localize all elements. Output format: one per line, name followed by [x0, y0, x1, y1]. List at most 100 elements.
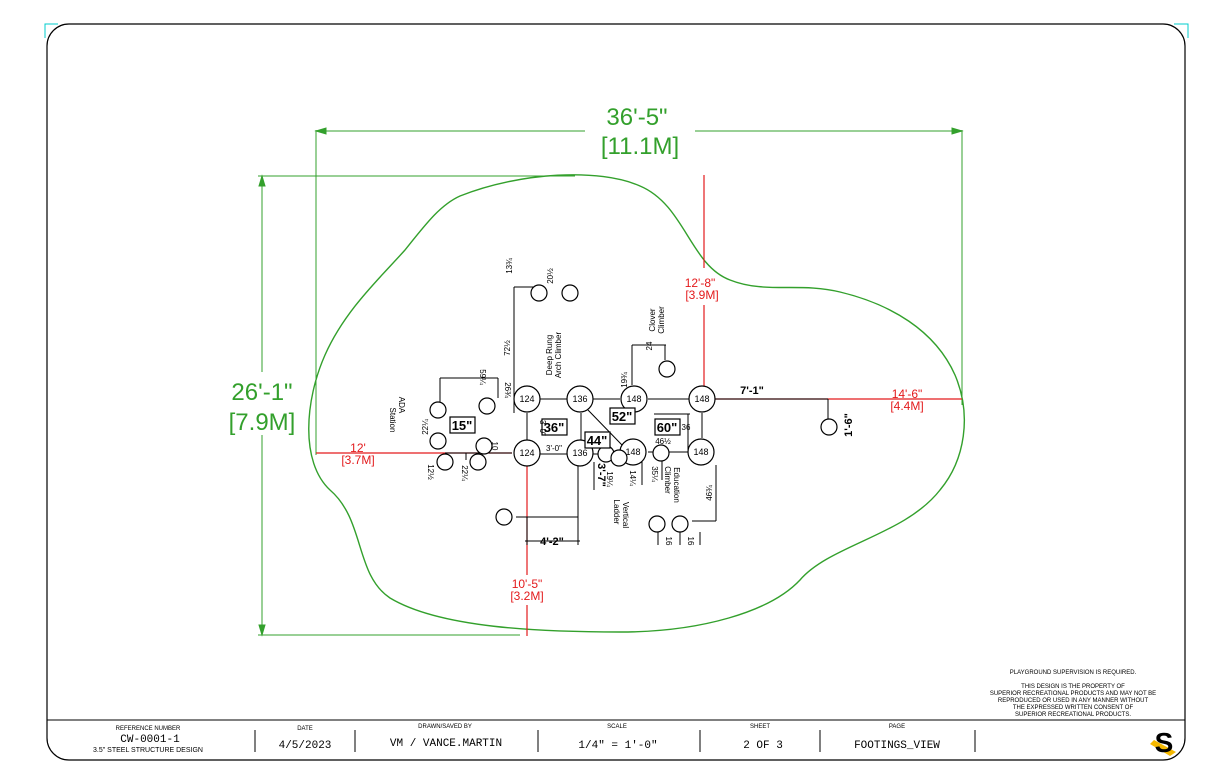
date-label: DATE — [297, 726, 313, 732]
right-setback-m: [4.4M] — [890, 399, 923, 413]
post-footing — [566, 385, 594, 413]
post-label: 136 — [572, 448, 587, 458]
dim-callout: 24 — [645, 341, 654, 350]
component-footing — [671, 515, 689, 533]
clover-label-1: Clover — [648, 308, 657, 331]
property-note-line: SUPERIOR RECREATIONAL PRODUCTS. — [1015, 712, 1131, 718]
dim-callout: 59¼ — [478, 369, 487, 385]
dim-callout: 22¼ — [421, 419, 430, 435]
company-logo: S — [1150, 727, 1176, 758]
bottom-setback-ft: 10'-5" — [512, 577, 543, 591]
post-label: 148 — [694, 394, 709, 404]
dim-callout: 16 — [686, 537, 695, 546]
dim-callout: 46½ — [655, 437, 671, 446]
deck-height-boxes — [449, 407, 681, 449]
deep-rung-label-2: Arch Climber — [554, 332, 563, 379]
structure-frame — [439, 286, 829, 545]
component-footing — [610, 449, 628, 467]
overall-width-ft: 36'-5" — [606, 104, 667, 131]
logo-letter: S — [1155, 727, 1174, 758]
right-setback-ft: 14'-6" — [892, 387, 923, 401]
left-setback-ft: 12' — [350, 441, 366, 455]
dim-callout: 20½ — [546, 268, 555, 284]
component-footings — [429, 284, 838, 533]
deck-height-label: 60" — [657, 420, 678, 435]
reference-number-value: CW-0001-1 — [120, 734, 180, 746]
overall-depth-dimension — [258, 174, 575, 637]
span-b-dimension: 3'-0" — [546, 444, 562, 453]
use-zone-outline — [308, 174, 965, 633]
component-footing — [652, 444, 670, 462]
top-setback-m: [3.9M] — [685, 288, 718, 302]
drop-dimension: 1'-6" — [843, 413, 855, 437]
post-label: 148 — [693, 447, 708, 457]
supervision-note: PLAYGROUND SUPERVISION IS REQUIRED. — [1010, 670, 1137, 676]
scale-label: SCALE — [607, 724, 627, 730]
component-footing — [495, 508, 513, 526]
dim-callout: 19¼ — [605, 471, 614, 487]
clover-label-2: Climber — [657, 306, 666, 334]
component-footing — [429, 401, 447, 419]
property-note-line: REPRODUCED OR USED IN ANY MANNER WITHOUT — [998, 698, 1149, 704]
deck-height-box — [541, 418, 568, 436]
education-label-1: Education — [672, 467, 681, 503]
sheet-label: SHEET — [750, 724, 770, 730]
component-footing — [429, 432, 447, 450]
ada-label-2: Station — [388, 408, 397, 433]
dim-callout: 14¼ — [628, 470, 637, 486]
dim-callout: 10 — [490, 442, 499, 451]
component-footing — [475, 437, 493, 455]
deck-height-box — [584, 431, 611, 449]
post-footing — [687, 438, 715, 466]
drawn-by-label: DRAWN/SAVED BY — [418, 724, 472, 730]
overall-width-m: [11.1M] — [601, 133, 679, 160]
dim-callout: 12½ — [426, 464, 435, 480]
dim-callout: 22¼ — [460, 465, 469, 481]
post-footings — [513, 385, 716, 467]
page-label: PAGE — [889, 724, 905, 730]
left-setback-m: [3.7M] — [341, 453, 374, 467]
deck-height-label: 52" — [612, 409, 633, 424]
dim-callout: 16 — [664, 537, 673, 546]
dim-callout: 35¼ — [650, 466, 659, 482]
post-label: 124 — [519, 448, 534, 458]
component-footing — [820, 418, 838, 436]
dim-callout: 19¾ — [620, 372, 629, 388]
vertical-ladder-label-2: Ladder — [612, 500, 621, 525]
component-footing — [561, 284, 579, 302]
deck-height-label: 15" — [452, 418, 473, 433]
deck-height-label: 36" — [544, 420, 565, 435]
post-label: 124 — [519, 394, 534, 404]
component-footing — [436, 453, 454, 471]
overall-depth-ft: 26'-1" — [231, 379, 292, 406]
overall-depth-m: [7.9M] — [229, 409, 296, 436]
date-value: 4/5/2023 — [279, 740, 332, 752]
vertical-ladder-label-1: Vertical — [621, 502, 630, 528]
education-label-2: Climber — [663, 466, 672, 494]
deck-height-box — [654, 418, 681, 436]
property-note-line: THIS DESIGN IS THE PROPERTY OF — [1021, 684, 1125, 690]
deck-height-label: 44" — [587, 433, 608, 448]
ladder-run-dimension: 4'-2" — [540, 536, 564, 548]
ladder-rise-dimension: 3'-7" — [595, 463, 607, 487]
component-footing — [530, 284, 548, 302]
component-footing — [469, 453, 487, 471]
top-setback-ft: 12'-8" — [685, 276, 716, 290]
deck-height-box — [609, 407, 636, 425]
component-footing — [658, 360, 676, 378]
corner-mark-left — [44, 23, 58, 38]
property-note-line: SUPERIOR RECREATIONAL PRODUCTS AND MAY N… — [990, 691, 1156, 697]
deep-rung-label-1: Deep Rung — [545, 335, 554, 375]
component-footing — [648, 515, 666, 533]
reference-number-label: REFERENCE NUMBER — [116, 726, 181, 732]
component-footing — [478, 397, 496, 415]
property-note-line: THE EXPRESSED WRITTEN CONSENT OF — [1013, 705, 1134, 711]
post-label: 136 — [572, 394, 587, 404]
dim-callout: 13¾ — [505, 258, 514, 274]
post-footing — [688, 385, 716, 413]
deck-height-box — [449, 416, 476, 434]
post-label: 148 — [626, 394, 641, 404]
dim-callout: 46¾ — [705, 485, 714, 501]
sheet-value: 2 OF 3 — [743, 740, 783, 752]
